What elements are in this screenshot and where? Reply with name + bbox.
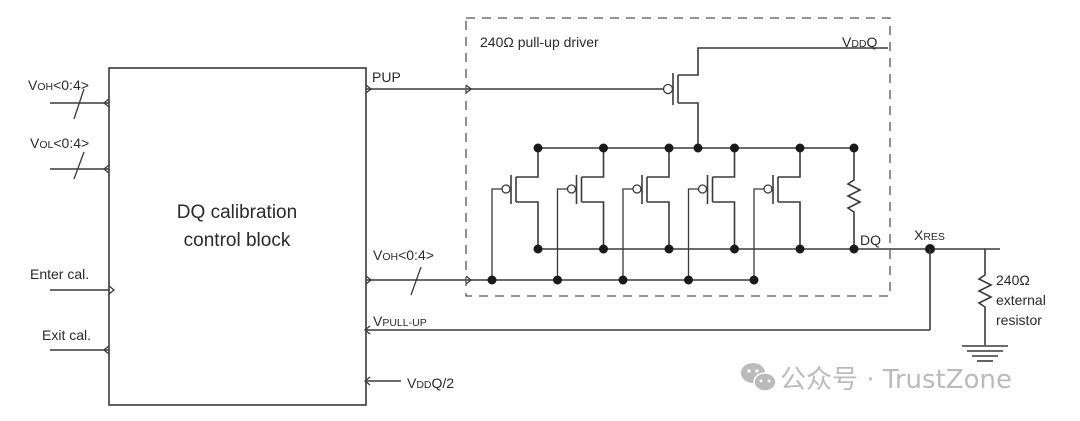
junction-dot bbox=[849, 244, 859, 254]
input-voh: VOH<0:4> bbox=[28, 77, 110, 120]
junction-dot bbox=[795, 244, 805, 254]
junction-dot bbox=[599, 244, 608, 254]
bubble-icon bbox=[501, 184, 511, 194]
svg-text:VDDQ/2: VDDQ/2 bbox=[407, 375, 454, 391]
external-network: XRES 240Ω external resistor bbox=[914, 227, 1046, 362]
external-resistor-icon bbox=[977, 249, 993, 345]
signal-pup: PUP bbox=[365, 69, 664, 94]
input-arrow-icon bbox=[102, 164, 110, 174]
pull-up-driver-title: 240Ω pull-up driver bbox=[480, 34, 599, 50]
output-arrow-icon bbox=[365, 275, 373, 285]
svg-text:240Ω: 240Ω bbox=[996, 272, 1030, 288]
bubble-icon bbox=[662, 83, 674, 95]
bubble-icon bbox=[763, 184, 773, 194]
junction-dot bbox=[693, 143, 703, 153]
svg-text:公众号 · TrustZone: 公众号 · TrustZone bbox=[780, 365, 1012, 395]
junction-dot bbox=[533, 244, 543, 254]
junction-dot bbox=[487, 275, 497, 285]
output-arrow-icon bbox=[365, 84, 373, 94]
signal-vpullup: VPULL-UP bbox=[363, 313, 930, 335]
junction-dot bbox=[730, 143, 739, 153]
junction-dot bbox=[664, 244, 674, 254]
pmos-transistor bbox=[553, 143, 608, 285]
svg-text:Enter cal.: Enter cal. bbox=[30, 266, 89, 282]
wechat-icon bbox=[741, 363, 777, 392]
input-arrow-icon bbox=[465, 84, 473, 94]
input-arrow-icon bbox=[102, 98, 110, 108]
signal-voh-bus: VOH<0:4> bbox=[365, 247, 755, 296]
svg-text:VOH<0:4>: VOH<0:4> bbox=[28, 77, 89, 93]
junction-dot bbox=[730, 244, 739, 254]
bubble-icon bbox=[632, 184, 642, 194]
pmos-transistor bbox=[684, 143, 739, 285]
xres-label: XRES bbox=[914, 227, 945, 243]
pmos-transistor bbox=[618, 143, 674, 285]
signal-vddq-half: VDDQ/2 bbox=[363, 375, 454, 391]
input-arrow-icon bbox=[102, 345, 110, 355]
input-exit-cal: Exit cal. bbox=[42, 327, 110, 355]
input-vol: VOL<0:4> bbox=[30, 135, 110, 180]
main-pmos-transistor bbox=[662, 47, 888, 148]
pull-up-driver-box bbox=[465, 17, 891, 297]
svg-text:VOH<0:4>: VOH<0:4> bbox=[373, 247, 434, 263]
junction-dot bbox=[684, 275, 693, 285]
control-block-box bbox=[108, 67, 367, 406]
bubble-icon bbox=[566, 184, 577, 194]
bubble-icon bbox=[697, 184, 708, 194]
transistor-array bbox=[487, 143, 805, 285]
bus-slash-icon bbox=[73, 88, 85, 120]
control-block-title-line1: DQ calibration bbox=[177, 202, 297, 223]
internal-resistor-icon bbox=[846, 148, 862, 249]
watermark: 公众号 · TrustZone bbox=[741, 363, 1012, 395]
svg-text:resistor: resistor bbox=[996, 312, 1042, 328]
svg-text:VOL<0:4>: VOL<0:4> bbox=[30, 135, 89, 151]
svg-text:external: external bbox=[996, 292, 1046, 308]
junction-dot bbox=[795, 143, 805, 153]
control-block-title-line2: control block bbox=[184, 230, 291, 251]
junction-dot bbox=[749, 275, 759, 285]
input-arrow-icon bbox=[108, 285, 116, 295]
vddq-label: VDDQ bbox=[842, 34, 878, 50]
svg-text:Exit cal.: Exit cal. bbox=[42, 327, 91, 343]
dq-label: DQ bbox=[860, 232, 881, 248]
svg-text:PUP: PUP bbox=[372, 69, 401, 85]
svg-text:VPULL-UP: VPULL-UP bbox=[373, 313, 427, 329]
input-enter-cal: Enter cal. bbox=[30, 266, 116, 295]
input-arrow-icon bbox=[465, 275, 473, 285]
input-arrow-icon bbox=[363, 325, 371, 335]
junction-dot bbox=[599, 143, 608, 153]
ground-icon bbox=[962, 345, 1008, 362]
junction-dot bbox=[664, 143, 674, 153]
bus-slash-icon bbox=[73, 151, 85, 180]
pmos-transistor bbox=[487, 143, 543, 285]
junction-dot bbox=[553, 275, 562, 285]
bus-slash-icon bbox=[410, 266, 422, 296]
junction-dot bbox=[618, 275, 628, 285]
pmos-transistor bbox=[749, 143, 805, 285]
junction-dot bbox=[533, 143, 543, 153]
junction-dot bbox=[849, 143, 859, 153]
input-arrow-icon bbox=[363, 376, 371, 386]
